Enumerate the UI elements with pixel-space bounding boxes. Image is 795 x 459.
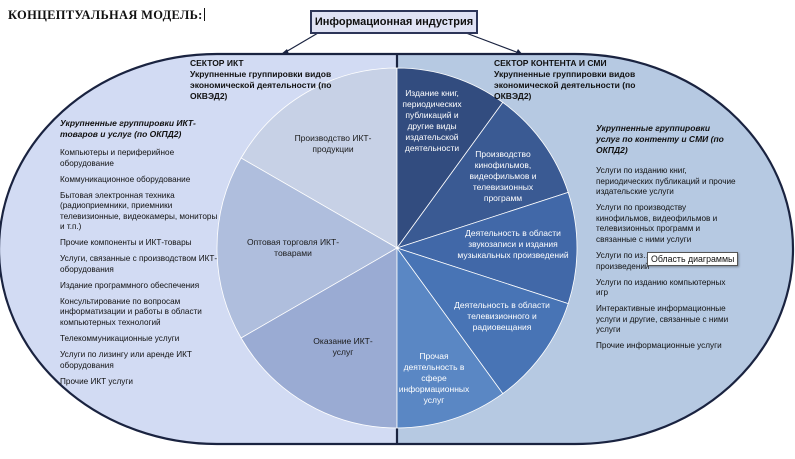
- content-sector-subheading: Укрупненные группировки видов экономичес…: [494, 69, 636, 101]
- list-item: Консультирование по вопросам информатиза…: [60, 296, 202, 328]
- text-cursor: [203, 8, 205, 21]
- ict-sector-header: СЕКТОР ИКТ Укрупненные группировки видов…: [190, 58, 360, 102]
- list-item: Бытовая электронная техника (радиоприемн…: [60, 190, 218, 232]
- pie-slice-film-production: [395, 101, 569, 249]
- slice-label-ict-wholesale: Оптовая торговля ИКТ-товарами: [246, 237, 340, 258]
- pie-slice-ict-services: [240, 247, 398, 429]
- list-item: Услуги, связанные с производством ИКТ-об…: [60, 254, 218, 274]
- content-services-title: Укрупненные группировки услуг по контент…: [596, 123, 724, 155]
- list-item: Прочие информационные услуги: [596, 341, 722, 351]
- slice-label-other-info: Прочая деятельность в сфере информационн…: [398, 351, 470, 405]
- list-item: Интерактивные информационные услуги и др…: [596, 304, 729, 335]
- slice-label-sound-recording: Деятельность в области звукозаписи и изд…: [457, 228, 569, 260]
- arrow-to-content-sector: [465, 32, 523, 55]
- pie-slice-ict-production: [240, 67, 398, 249]
- slice-label-broadcasting: Деятельность в области телевизионного и …: [454, 300, 550, 332]
- pie-slice-publishing: [396, 67, 504, 250]
- list-item: Коммуникационное оборудование: [60, 174, 191, 184]
- content-services-block: Укрупненные группировки услуг по контент…: [596, 123, 736, 357]
- pie-slice-broadcasting: [395, 247, 569, 395]
- ict-sector-heading: СЕКТОР ИКТ: [190, 58, 244, 68]
- slice-label-ict-production: Производство ИКТ-продукции: [294, 133, 372, 154]
- list-item: Услуги по изданию книг, периодических пу…: [596, 166, 736, 197]
- list-item: Компьютеры и периферийное оборудование: [60, 148, 175, 168]
- page-title: КОНЦЕПТУАЛЬНАЯ МОДЕЛЬ:: [8, 8, 205, 22]
- list-item: Услуги по производству кинофильмов, виде…: [596, 203, 718, 244]
- content-sector-heading: СЕКТОР КОНТЕНТА И СМИ: [494, 58, 607, 68]
- ict-goods-block: Укрупненные группировки ИКТ-товаров и ус…: [60, 118, 222, 393]
- pie-slice-other-info: [396, 246, 504, 429]
- list-item: Телекоммуникационные услуги: [60, 334, 180, 344]
- list-item: Услуги по изданию компьютерных игр: [596, 277, 726, 298]
- industry-label: Информационная индустрия: [314, 16, 474, 28]
- ict-sector-subheading: Укрупненные группировки видов экономичес…: [190, 69, 332, 101]
- chart-area-tooltip: Область диаграммы: [647, 252, 739, 266]
- pie-slice-sound-recording: [395, 191, 578, 305]
- ict-goods-list: Компьютеры и периферийное оборудование К…: [60, 148, 222, 387]
- industry-box: Информационная индустрия: [310, 10, 478, 34]
- pie-slice-ict-wholesale: [216, 157, 398, 339]
- arrow-to-ict-sector: [280, 32, 319, 55]
- slice-label-publishing: Издание книг, периодических публикаций и…: [402, 88, 462, 153]
- list-item: Издание программного обеспечения: [60, 280, 200, 290]
- list-item: Прочие компоненты и ИКТ-товары: [60, 238, 192, 248]
- slice-label-ict-services: Оказание ИКТ-услуг: [313, 336, 373, 357]
- model-outline: [0, 52, 795, 446]
- content-sector-header: СЕКТОР КОНТЕНТА И СМИ Укрупненные группи…: [494, 58, 654, 102]
- slice-label-film-production: Производство кинофильмов, видеофильмов и…: [469, 149, 537, 203]
- ict-goods-title: Укрупненные группировки ИКТ-товаров и ус…: [60, 118, 196, 139]
- list-item: Прочие ИКТ услуги: [60, 376, 133, 386]
- list-item: Услуги по лизингу или аренде ИКТ оборудо…: [60, 350, 192, 370]
